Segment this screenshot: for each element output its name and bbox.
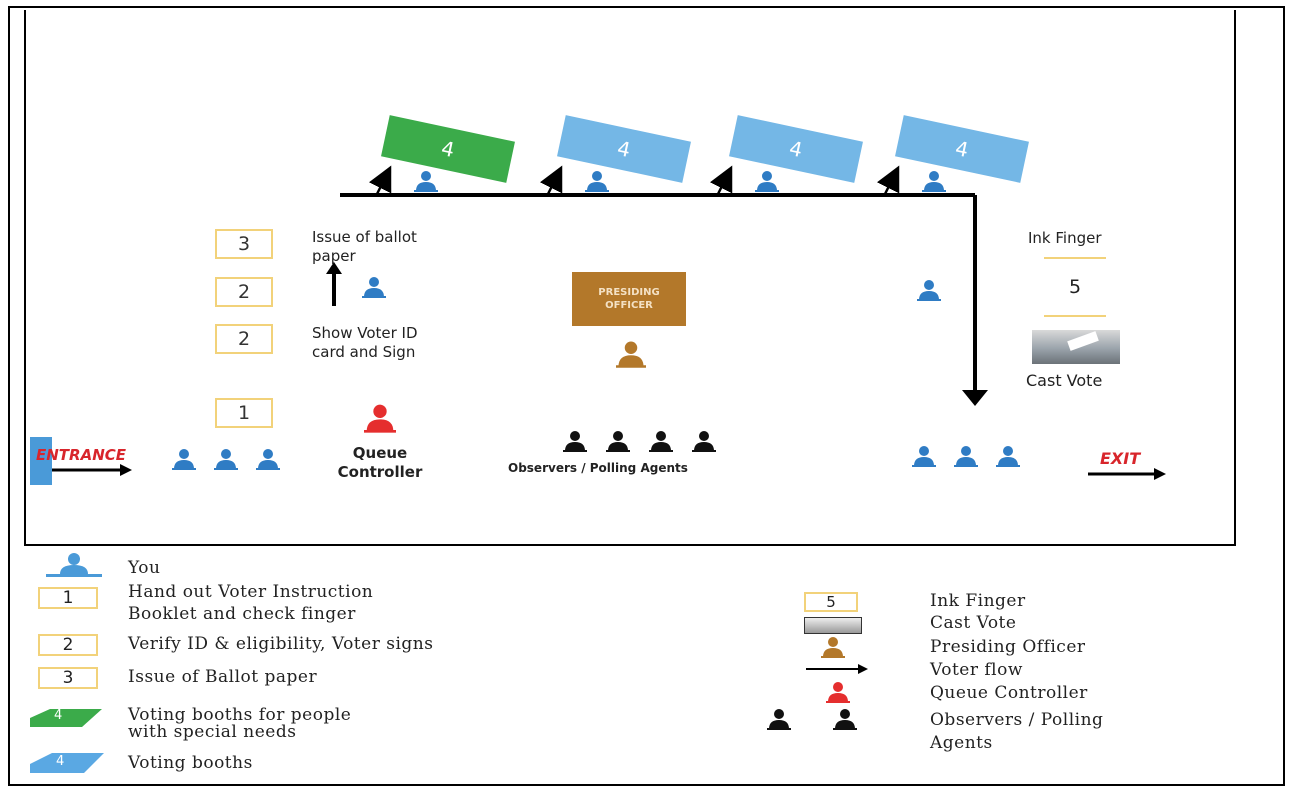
ink-finger-label: Ink Finger — [1028, 229, 1102, 247]
legend-you: You — [128, 558, 161, 578]
observer-icon — [649, 430, 673, 452]
booth-label: 4 — [787, 135, 805, 163]
legend-presiding-officer: Presiding Officer — [930, 637, 1086, 657]
voter-icon — [214, 448, 238, 470]
legend-special-booth: Voting booths for people with special ne… — [128, 705, 352, 742]
step-1-box: 1 — [215, 398, 273, 428]
step-5-box: 5 — [1044, 257, 1106, 317]
legend-cast-vote: Cast Vote — [930, 613, 1017, 633]
show-voter-id-label: Show Voter ID card and Sign — [312, 324, 418, 361]
legend-queue-controller: Queue Controller — [930, 683, 1088, 703]
observers-label: Observers / Polling Agents — [508, 461, 688, 475]
legend-observers: Observers / Polling Agents — [930, 710, 1104, 753]
queue-controller-label: Queue Controller — [337, 444, 423, 481]
entrance-label: ENTRANCE — [36, 446, 126, 464]
step-2-box: 2 — [215, 324, 273, 354]
observer-legend-icon — [830, 708, 860, 730]
exit-arrow — [1088, 468, 1166, 480]
cast-vote-label: Cast Vote — [1026, 371, 1103, 390]
voter-icon — [755, 170, 779, 192]
booth-label: 4 — [439, 135, 457, 163]
observer-legend-icon — [764, 708, 794, 730]
legend-voter-flow: Voter flow — [930, 660, 1023, 680]
issue-ballot-label: Issue of ballot paper — [312, 228, 417, 265]
cast-vote-image — [1032, 330, 1120, 364]
voter-icon — [954, 445, 978, 467]
queue-controller-icon — [364, 403, 396, 433]
observer-icon — [692, 430, 716, 452]
observer-icon — [563, 430, 587, 452]
presiding-officer-legend-icon — [818, 636, 848, 658]
voter-flow-lines — [326, 165, 988, 406]
legend-item-2: Verify ID & eligibility, Voter signs — [128, 634, 434, 654]
booth-label: 4 — [953, 135, 971, 163]
polling-station-map — [24, 10, 1236, 546]
voter-icon — [912, 445, 936, 467]
voter-icon — [585, 170, 609, 192]
presiding-officer-icon — [616, 340, 646, 368]
legend-box-3: 3 — [38, 667, 98, 689]
step-2-box: 2 — [215, 277, 273, 307]
step-3-box: 3 — [215, 229, 273, 259]
legend-booth-number: 4 — [56, 754, 65, 769]
observer-icon — [606, 430, 630, 452]
voter-icon — [917, 279, 941, 301]
voter-icon — [362, 276, 386, 298]
voting-booth-legend-icon — [30, 753, 104, 773]
legend-box-1: 1 — [38, 587, 98, 609]
presiding-officer-table: PRESIDING OFFICER — [572, 272, 686, 326]
entrance-marker — [30, 437, 52, 485]
legend-ink-finger: Ink Finger — [930, 591, 1026, 611]
cast-vote-legend-icon — [804, 617, 862, 634]
voter-icon — [922, 170, 946, 192]
voter-icon — [414, 170, 438, 192]
legend-box-5: 5 — [804, 592, 858, 612]
voter-flow-legend-icon — [806, 664, 868, 674]
entrance-arrow — [52, 464, 132, 476]
booth-label: 4 — [615, 135, 633, 163]
voter-icon — [172, 448, 196, 470]
you-legend-icon — [46, 553, 102, 577]
legend-item-1: Hand out Voter Instruction Booklet and c… — [128, 582, 374, 624]
legend-box-2: 2 — [38, 634, 98, 656]
presiding-officer-label: PRESIDING OFFICER — [598, 287, 660, 311]
legend-item-3: Issue of Ballot paper — [128, 667, 318, 687]
exit-label: EXIT — [1100, 449, 1141, 468]
legend-voting-booth: Voting booths — [128, 753, 253, 773]
legend-special-booth-number: 4 — [54, 708, 63, 723]
voter-icon — [256, 448, 280, 470]
special-needs-booth-legend-icon — [30, 709, 102, 727]
voter-icon — [996, 445, 1020, 467]
outer-frame — [8, 6, 1285, 786]
queue-controller-legend-icon — [824, 681, 852, 703]
